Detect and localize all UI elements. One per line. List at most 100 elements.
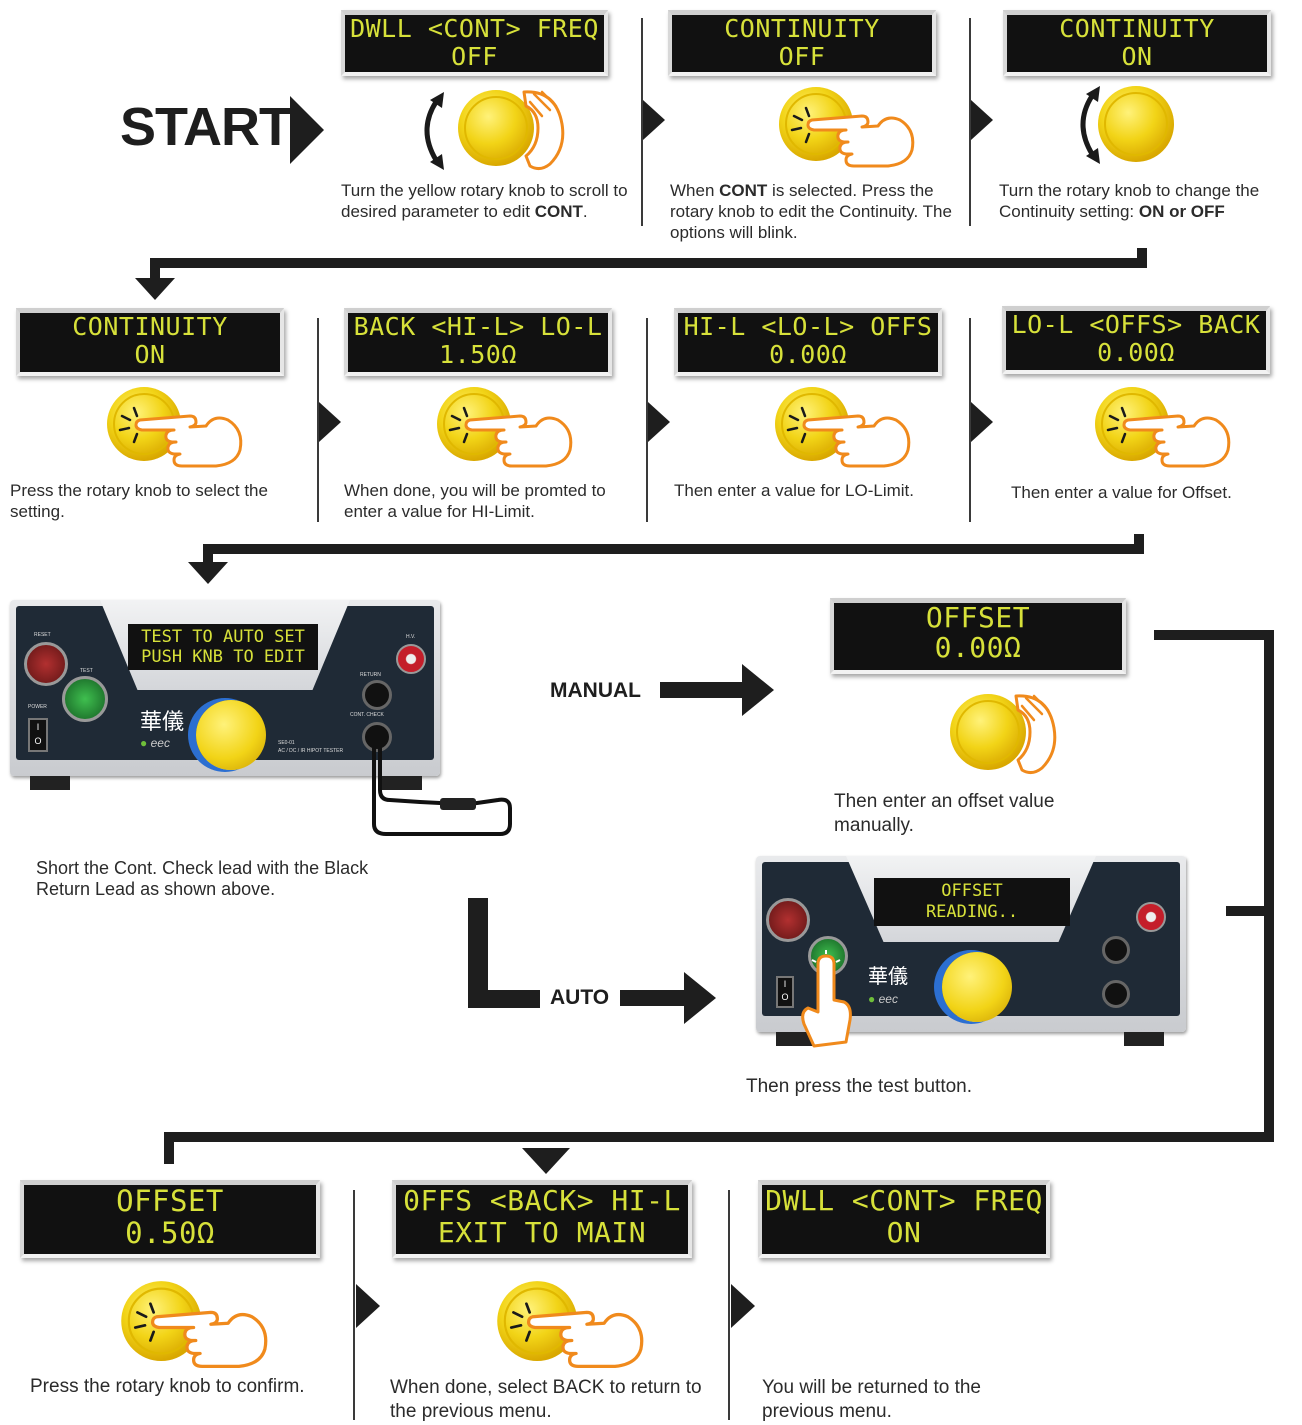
brand-logo: ● eec	[868, 992, 898, 1006]
caption-auto: Then press the test button.	[746, 1076, 973, 1097]
device-foot	[382, 776, 422, 790]
lcd-line2: 0.00Ω	[934, 631, 1022, 664]
lcd-line1: DWLL <CONT> FREQ	[350, 14, 599, 43]
down-arrow-icon	[522, 1148, 570, 1174]
device-lcd: OFFSET READING..	[874, 878, 1070, 926]
caption-step-return: You will be returned to the previous men…	[762, 1377, 982, 1422]
lcd-line1: LO-L <OFFS> BACK	[1011, 310, 1261, 339]
lcd-line2: 0.00Ω	[769, 340, 847, 369]
lcd-manual: OFFSET 0.00Ω	[830, 598, 1126, 674]
lcd-line1: HI-L <LO-L> OFFS	[683, 312, 933, 341]
knob-press-hand-icon	[119, 1280, 268, 1369]
caption-step2: When CONT is selected. Press the rotary …	[670, 181, 952, 242]
reset-button[interactable]	[766, 898, 810, 942]
lcd-line1: OFFSET	[925, 601, 1031, 634]
test-lead-cable	[372, 740, 512, 836]
lcd-line1: CONTINUITY	[72, 312, 228, 341]
manual-label: MANUAL	[550, 679, 641, 702]
lcd-step7: LO-L <OFFS> BACK 0.00Ω	[1002, 306, 1270, 374]
next-arrow-icon	[643, 100, 665, 140]
caption-step3: Turn the rotary knob to change the Conti…	[999, 181, 1260, 221]
brand-chinese: 華儀	[140, 710, 185, 735]
knob-press-hand-icon	[435, 386, 573, 468]
knob-turn-hand-icon	[420, 88, 565, 174]
down-arrow-icon	[188, 562, 228, 584]
lcd-step6: HI-L <LO-L> OFFS 0.00Ω	[674, 308, 942, 376]
flow-line	[1154, 630, 1274, 640]
caption-step6: Then enter a value for LO-Limit.	[674, 481, 915, 500]
next-arrow-icon	[971, 100, 993, 140]
lcd-line2: EXIT TO MAIN	[437, 1216, 647, 1249]
manual-arrow-icon	[660, 664, 774, 716]
cont-check-terminal[interactable]	[1102, 980, 1130, 1008]
lcd-step2: CONTINUITY OFF	[668, 10, 936, 76]
lcd-line1: 0FFS <BACK> HI-L	[403, 1184, 681, 1217]
lcd-line1: OFFSET	[941, 881, 1003, 901]
hv-terminal[interactable]	[1136, 902, 1166, 932]
down-arrow-icon	[135, 278, 175, 300]
flow-line	[1264, 630, 1274, 1142]
knob-turn-hand-icon	[948, 692, 1057, 775]
reset-label: RESET	[34, 632, 51, 638]
lcd-line1: BACK <HI-L> LO-L	[353, 312, 603, 341]
device-foot	[30, 776, 70, 790]
auto-label: AUTO	[550, 986, 610, 1009]
next-arrow-icon	[356, 1284, 380, 1328]
lcd-step1: DWLL <CONT> FREQ OFF	[341, 10, 608, 76]
divider	[353, 1190, 355, 1420]
lcd-step-offset: OFFSET 0.50Ω	[20, 1180, 320, 1258]
cont-check-terminal[interactable]	[362, 722, 392, 752]
brand-chinese: 華儀	[868, 964, 908, 988]
brand-logo: ● eec	[140, 736, 170, 750]
caption-step7: Then enter a value for Offset.	[1011, 483, 1232, 502]
test-label: TEST	[80, 668, 93, 674]
caption-step-confirm: Press the rotary knob to confirm.	[30, 1376, 305, 1397]
hv-terminal[interactable]	[396, 644, 426, 674]
lcd-line1: OFFSET	[116, 1184, 224, 1218]
divider	[317, 318, 319, 522]
rotary-knob[interactable]	[196, 700, 266, 770]
lcd-step4: CONTINUITY ON	[16, 308, 284, 376]
next-arrow-icon	[648, 402, 670, 442]
lcd-step5: BACK <HI-L> LO-L 1.50Ω	[344, 308, 612, 376]
knob-press-hand-icon	[105, 386, 243, 468]
flow-line	[203, 544, 1144, 554]
lcd-line2: ON	[134, 340, 166, 369]
model-label: SE0-01	[278, 740, 295, 746]
device-lcd: TEST TO AUTO SET PUSH KNB TO EDIT	[128, 624, 318, 670]
return-terminal[interactable]	[1102, 936, 1130, 964]
flow-line	[164, 1132, 1274, 1142]
next-arrow-icon	[731, 1284, 755, 1328]
lcd-line1: DWLL <CONT> FREQ	[765, 1184, 1043, 1217]
lcd-line1: CONTINUITY	[724, 14, 880, 43]
caption-step5: When done, you will be promted to enter …	[344, 481, 606, 521]
device-foot	[776, 1032, 816, 1046]
device-foot	[1124, 1032, 1164, 1046]
auto-arrow-icon	[620, 972, 716, 1024]
divider	[728, 1190, 730, 1420]
lcd-line2: ON	[1121, 42, 1153, 71]
rotary-knob[interactable]	[942, 952, 1012, 1022]
model-desc: AC / DC / IR HIPOT TESTER	[278, 748, 344, 754]
lcd-line2: OFF	[778, 42, 826, 71]
test-button[interactable]	[62, 676, 108, 722]
knob-rotate-icon	[1076, 82, 1174, 168]
divider	[641, 18, 643, 226]
reset-button[interactable]	[24, 642, 68, 686]
lcd-step-return: DWLL <CONT> FREQ ON	[758, 1180, 1050, 1258]
knob-press-hand-icon	[1093, 386, 1231, 468]
lcd-line2: 0.50Ω	[125, 1216, 215, 1250]
lcd-line2: ON	[886, 1216, 922, 1249]
hv-label: H.V.	[406, 634, 416, 640]
return-terminal[interactable]	[362, 680, 392, 710]
lcd-line2: 0.00Ω	[1097, 338, 1175, 367]
lcd-line2: PUSH KNB TO EDIT	[141, 647, 305, 667]
flow-line	[1226, 906, 1266, 916]
flow-line	[203, 544, 213, 564]
flow-line	[468, 898, 488, 1008]
caption-step-back: When done, select BACK to return to the …	[390, 1377, 702, 1422]
flow-line	[150, 258, 1147, 268]
divider	[969, 18, 971, 226]
